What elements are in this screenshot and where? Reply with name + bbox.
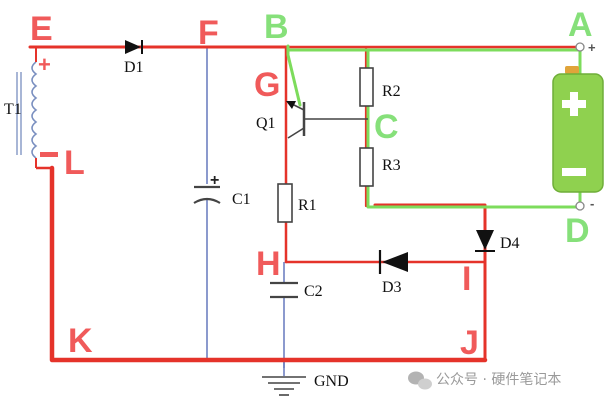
watermark: 公众号 · 硬件笔记本 [408,371,561,390]
diode-d3 [378,250,408,274]
label-gnd: GND [314,373,349,390]
label-r2: R2 [382,83,401,100]
node-d: D [565,212,590,250]
resistor-r2-body [359,67,374,107]
capacitor-c2 [270,281,298,299]
label-c1: C1 [232,191,251,208]
capacitor-c1-plate-bottom [193,197,221,204]
output-terminals [575,42,585,211]
transformer-t1 [16,47,52,170]
label-r1: R1 [298,197,317,214]
node-a: A [568,6,593,44]
out-plus-mark: + [588,40,596,55]
q1-collector [287,127,305,139]
polarity-marks: + + + - [38,40,596,211]
battery-icon [552,66,604,193]
node-labels: E F B A G C D L H I K J [30,6,593,362]
diode-d1 [125,40,143,54]
diode-d3-body [382,252,408,272]
diode-d4 [475,230,495,252]
transformer-coil [31,61,38,159]
transistor-q1 [286,101,368,139]
ground-return-red [49,165,488,363]
battery-plus-h [562,100,586,108]
wechat-icon [408,371,432,390]
label-r3: R3 [382,157,401,174]
node-f: F [198,14,219,52]
node-g: G [254,66,280,104]
terminal-a [575,42,585,52]
resistors [277,67,374,223]
c1-plus-mark: + [210,172,219,189]
node-c: C [374,108,399,146]
node-k: K [68,322,93,360]
watermark-text: 公众号 · 硬件笔记本 [436,372,561,388]
label-t1: T1 [4,101,22,118]
terminal-d [575,201,585,211]
battery-minus [562,168,586,176]
node-b: B [264,8,289,46]
green-path [286,44,582,209]
out-minus-mark: - [590,196,594,211]
ground-symbol [262,376,306,396]
diode-d1-body [125,40,141,54]
q1-arrow [286,101,296,109]
node-l: L [64,144,85,182]
t1-minus-bar [40,152,58,157]
label-d1: D1 [124,59,144,76]
c-tap-green [366,48,582,209]
label-d3: D3 [382,279,402,296]
label-q1: Q1 [256,115,276,132]
t1-plus-mark: + [38,52,51,77]
d-to-j-red [373,203,487,362]
label-c2: C2 [304,283,323,300]
node-h: H [256,245,281,283]
capacitor-c1 [192,184,222,204]
b-to-g-green [286,44,302,107]
node-e: E [30,10,53,48]
resistor-r3-body [359,147,374,187]
label-d4: D4 [500,235,520,252]
node-i: I [462,260,471,298]
node-j: J [460,324,479,362]
component-labels: T1 D1 C1 Q1 R2 R3 R1 C2 D3 D4 GND [4,59,520,390]
battery-cap [565,66,579,74]
diode-d4-body [476,230,494,250]
resistor-r1-body [277,183,293,223]
